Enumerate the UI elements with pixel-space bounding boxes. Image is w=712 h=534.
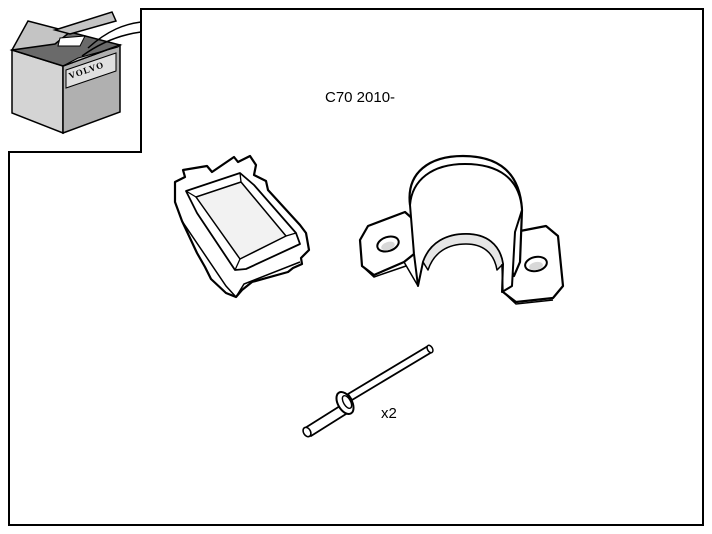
bracket-clamp-icon [358,154,565,305]
box-leader-line [87,21,142,49]
box-leader-line-2 [81,31,142,57]
vehicle-model-label: C70 2010- [325,89,396,106]
volvo-box-icon [9,11,123,135]
diagram-frame [8,8,704,526]
rivet-quantity-label: x2 [381,405,397,422]
retainer-tray-icon [173,154,311,299]
rivet-icon [302,344,434,438]
